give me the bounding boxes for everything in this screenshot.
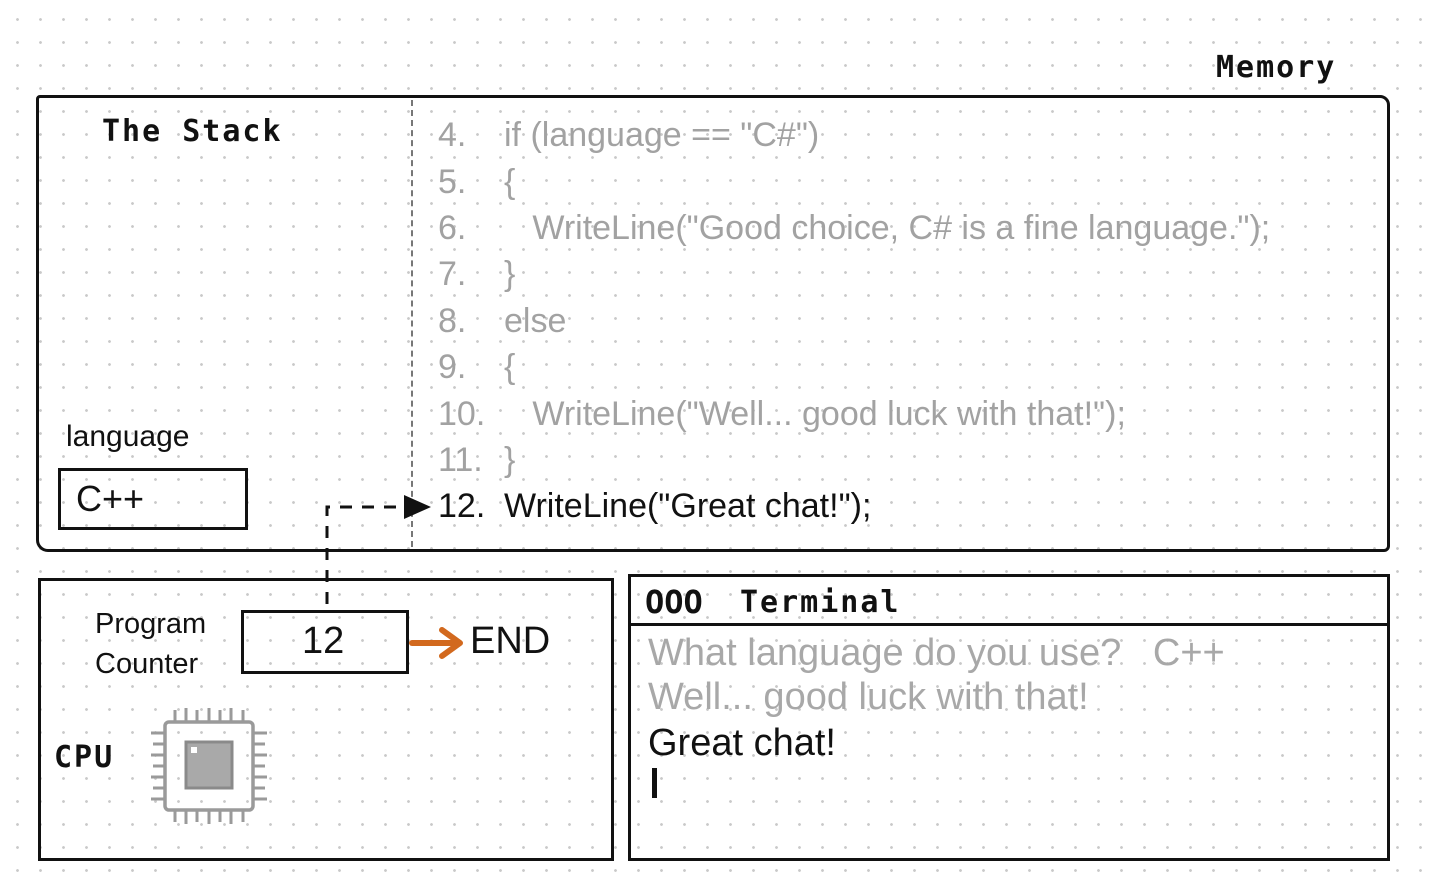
code-line-active: 12. WriteLine("Great chat!"); [438, 487, 871, 526]
line-number: 8. [438, 302, 467, 340]
code-line: 9. { [438, 348, 515, 387]
line-number: 6. [438, 209, 467, 247]
memory-label: Memory [1216, 50, 1337, 85]
program-counter-label: Program Counter [95, 608, 207, 680]
code-line: 11.} [438, 441, 515, 480]
line-text: if (language == "C#") [504, 116, 820, 154]
next-arrow-icon [409, 627, 463, 659]
line-number: 11. [438, 441, 483, 479]
variable-name: language [66, 420, 190, 453]
code-line: 5. { [438, 163, 515, 202]
line-text: } [504, 255, 516, 293]
terminal-line: Well... good luck with that! [648, 676, 1089, 718]
memory-box [36, 95, 1390, 552]
line-number: 5. [438, 163, 467, 201]
program-counter-box [241, 610, 409, 674]
line-number: 4. [438, 116, 467, 154]
code-line: 10. WriteLine("Well... good luck with th… [438, 395, 1126, 434]
terminal-line: What language do you use? C++ [648, 632, 1225, 674]
line-text: { [504, 163, 516, 201]
line-text: WriteLine("Well... good luck with that!"… [504, 395, 1126, 433]
terminal-window [628, 574, 1390, 861]
code-line: 6. WriteLine("Good choice, C# is a fine … [438, 209, 1270, 248]
stack-code-divider [411, 100, 413, 547]
end-label: END [470, 620, 551, 662]
code-line: 8. else [438, 302, 566, 341]
stack-title: The Stack [102, 114, 283, 149]
terminal-cursor [652, 768, 657, 798]
code-line: 4. if (language == "C#") [438, 116, 819, 155]
line-number: 9. [438, 348, 467, 386]
program-counter-pointer-arrow [325, 495, 431, 604]
line-text: WriteLine("Good choice, C# is a fine lan… [504, 209, 1271, 247]
line-number: 7. [438, 255, 467, 293]
line-text: else [504, 302, 567, 340]
terminal-line-current: Great chat! [648, 722, 836, 764]
code-line: 7.} [438, 255, 515, 294]
variable-value: C++ [76, 478, 145, 519]
cpu-label: CPU [54, 740, 115, 775]
line-text: { [504, 348, 516, 386]
variable-box [58, 468, 248, 530]
cpu-chip-icon [151, 708, 267, 824]
terminal-title: Terminal [740, 585, 901, 620]
line-text: } [504, 441, 516, 479]
line-text: WriteLine("Great chat!"); [504, 487, 872, 525]
terminal-titlebar [628, 574, 1390, 626]
program-counter-value: 12 [302, 620, 345, 662]
line-number: 12. [438, 487, 486, 525]
line-number: 10. [438, 395, 486, 433]
window-controls-icon: OOO [645, 583, 703, 621]
